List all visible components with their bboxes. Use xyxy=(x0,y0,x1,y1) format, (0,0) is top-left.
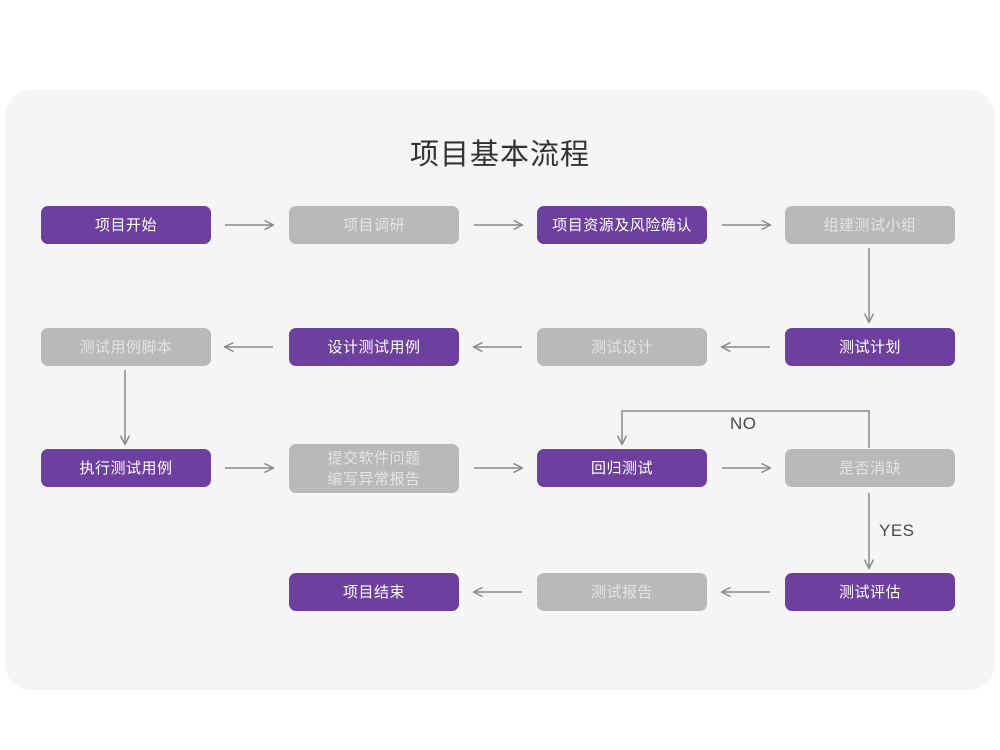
edge-label-yes: YES xyxy=(879,521,915,540)
node-project-start[interactable]: 项目开始 xyxy=(41,206,211,244)
node-regression-test[interactable]: 回归测试 xyxy=(537,449,707,487)
edge-label-no: NO xyxy=(730,414,757,433)
node-test-design[interactable]: 测试设计 xyxy=(537,328,707,366)
node-execute-test-case[interactable]: 执行测试用例 xyxy=(41,449,211,487)
node-test-report[interactable]: 测试报告 xyxy=(537,573,707,611)
node-defect-resolved-decision[interactable]: 是否消缺 xyxy=(785,449,955,487)
node-test-plan[interactable]: 测试计划 xyxy=(785,328,955,366)
node-build-test-team[interactable]: 组建测试小组 xyxy=(785,206,955,244)
node-resource-risk-confirm[interactable]: 项目资源及风险确认 xyxy=(537,206,707,244)
node-test-evaluation[interactable]: 测试评估 xyxy=(785,573,955,611)
node-submit-defect-report[interactable]: 提交软件问题 编写异常报告 xyxy=(289,444,459,493)
node-project-end[interactable]: 项目结束 xyxy=(289,573,459,611)
node-project-research[interactable]: 项目调研 xyxy=(289,206,459,244)
node-test-case-script[interactable]: 测试用例脚本 xyxy=(41,328,211,366)
page-title: 项目基本流程 xyxy=(409,139,590,171)
node-design-test-case[interactable]: 设计测试用例 xyxy=(289,328,459,366)
